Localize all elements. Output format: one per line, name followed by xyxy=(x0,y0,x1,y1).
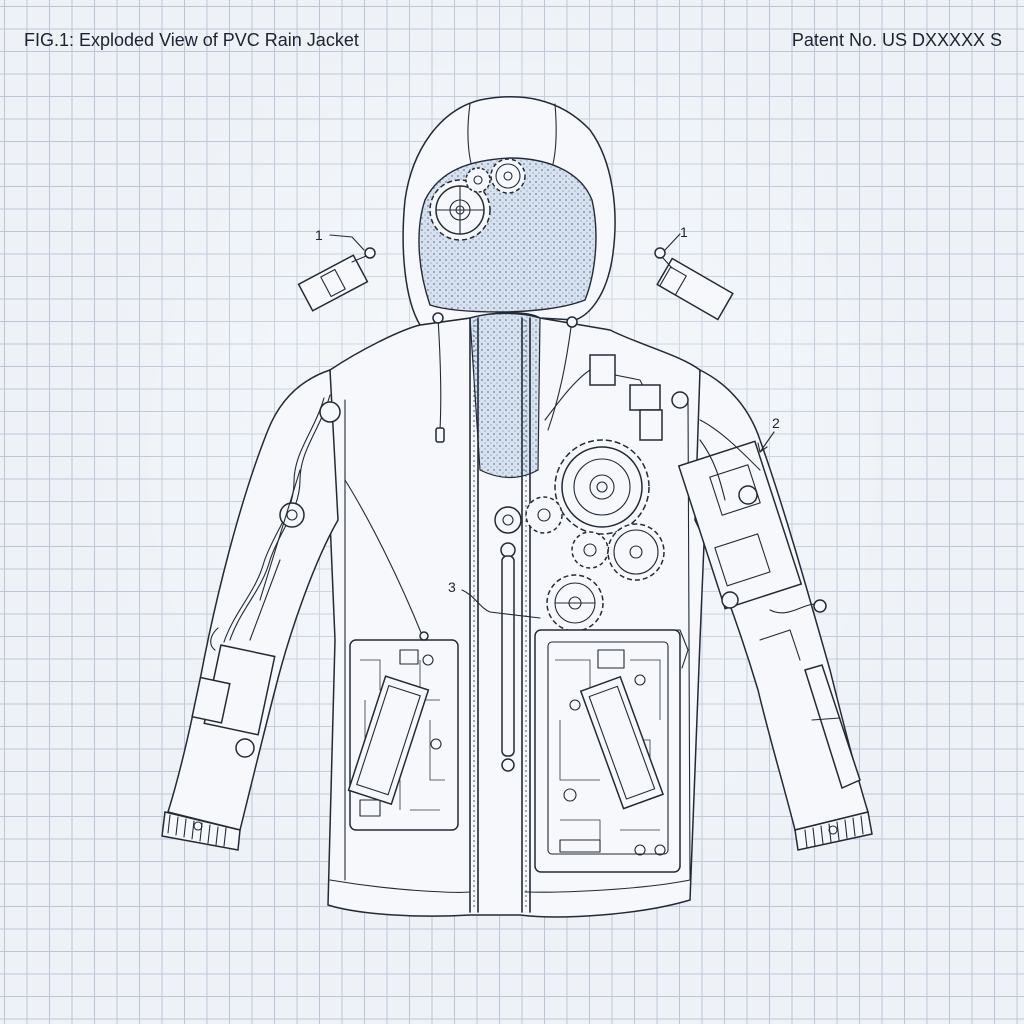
gear-icon xyxy=(571,531,609,569)
callout-3: 3 xyxy=(448,579,541,619)
callout-1-right: 1 xyxy=(664,224,688,251)
callout-2: 2 xyxy=(757,415,780,453)
left-pocket-circuit xyxy=(344,479,459,831)
figure-title: FIG.1: Exploded View of PVC Rain Jacket xyxy=(24,30,359,50)
svg-text:3: 3 xyxy=(448,579,456,595)
right-shoulder-module xyxy=(654,247,734,321)
gear-icon xyxy=(546,574,604,632)
gear-icon xyxy=(490,158,526,194)
gear-icon xyxy=(554,439,650,535)
right-sleeve xyxy=(677,368,873,851)
chest-gear-assembly xyxy=(525,354,689,632)
right-pocket-circuit xyxy=(534,629,689,873)
right-sleeve-mechanism xyxy=(677,419,827,661)
callout-1-left: 1 xyxy=(315,227,365,251)
svg-text:1: 1 xyxy=(680,224,688,240)
gear-icon xyxy=(429,179,491,241)
zipper-assembly xyxy=(469,312,541,913)
left-sleeve xyxy=(161,368,341,851)
circuit-board-icon xyxy=(555,649,666,856)
left-shoulder-module xyxy=(297,247,376,312)
battery-module-icon xyxy=(579,675,664,810)
hood-gear-assembly xyxy=(429,158,526,241)
gear-icon xyxy=(465,167,491,193)
svg-text:2: 2 xyxy=(772,415,780,431)
patent-number: Patent No. US DXXXXX S xyxy=(791,30,1002,50)
gear-icon xyxy=(525,496,563,534)
battery-module-icon xyxy=(347,675,430,806)
svg-text:1: 1 xyxy=(315,227,323,243)
zipper-icon xyxy=(494,506,522,772)
gear-icon xyxy=(607,523,665,581)
